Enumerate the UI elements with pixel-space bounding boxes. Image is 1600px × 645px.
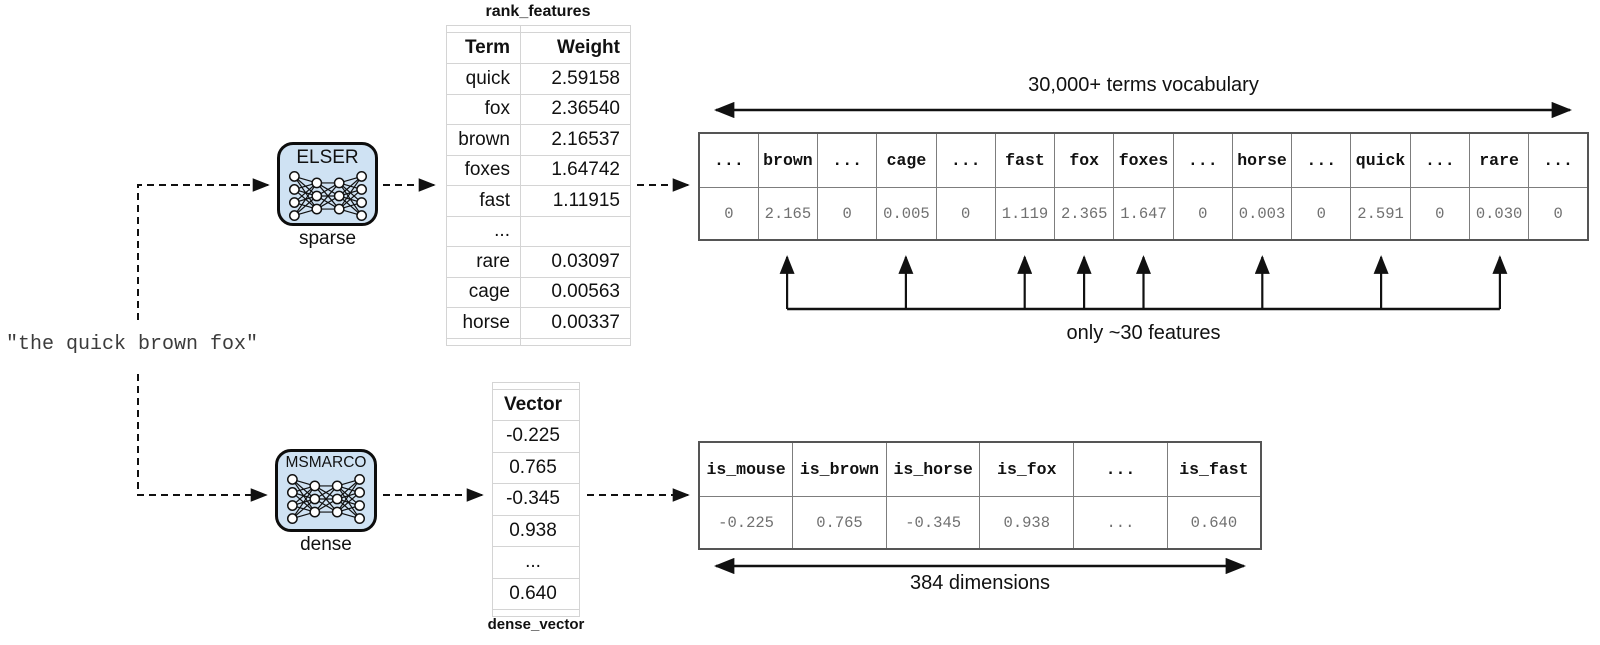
neural-network-icon: [286, 474, 366, 525]
vocab-term-header: ...: [1291, 132, 1352, 188]
rank-features-term-cell: quick: [446, 63, 521, 95]
query-to-dense-arrow: [137, 374, 268, 502]
rank-features-term-cell: cage: [446, 276, 521, 308]
vocab-term-header: horse: [1231, 132, 1293, 188]
vocab-weight-cell: 2.591: [1350, 187, 1411, 241]
vocab-term-header: fox: [1054, 132, 1115, 188]
dims-header-cell: is_fox: [979, 441, 1075, 497]
query-text: "the quick brown fox": [6, 333, 259, 356]
spacer-cell: [492, 382, 580, 390]
dense-type-label: dense: [300, 534, 352, 555]
vocab-term-header: rare: [1468, 132, 1530, 188]
rank-features-term-cell: rare: [446, 246, 521, 278]
dense-vector-title: dense_vector: [487, 616, 585, 633]
dims-value-cell: 0.765: [792, 496, 887, 550]
vocab-weight-cell: 0: [817, 187, 878, 241]
vocab-weight-cell: 0.003: [1231, 187, 1293, 241]
rank-features-weight-cell: [520, 215, 631, 247]
dims-header-cell: is_fast: [1166, 441, 1262, 497]
vocab-weight-cell: 1.119: [994, 187, 1056, 241]
vocab-term-header: ...: [935, 132, 996, 188]
vector-value-cell: 0.640: [492, 577, 580, 610]
vocab-weight-cell: 0: [1528, 187, 1589, 241]
spacer-cell: [520, 25, 631, 33]
vocab-weight-cell: 0.005: [876, 187, 937, 241]
dims-value-cell: -0.345: [885, 496, 981, 550]
spacer-cell: [492, 609, 580, 617]
vocab-term-header: cage: [876, 132, 937, 188]
rank-features-weight-cell: 0.00563: [520, 276, 631, 308]
vocab-term-header: ...: [817, 132, 878, 188]
rank-features-title: rank_features: [485, 3, 591, 20]
dims-value-cell: 0.640: [1166, 496, 1262, 550]
vector-value-cell: 0.938: [492, 514, 580, 547]
rank-features-term-cell: fox: [446, 93, 521, 125]
dense-model-box: MSMARCO: [275, 449, 377, 532]
sparse-model-name: ELSER: [296, 147, 359, 168]
vocab-weight-cell: 0: [935, 187, 996, 241]
features-count-annotation: only ~30 features: [1066, 322, 1221, 344]
vocab-term-header: ...: [698, 132, 759, 188]
dims-header-cell: ...: [1073, 441, 1168, 497]
vocab-weight-cell: 0.030: [1468, 187, 1530, 241]
vocab-weight-cell: 0: [1291, 187, 1352, 241]
dims-value-cell: 0.938: [979, 496, 1075, 550]
vocab-term-header: quick: [1350, 132, 1411, 188]
dims-value-cell: -0.225: [698, 496, 794, 550]
vector-value-cell: -0.345: [492, 483, 580, 516]
vocab-weight-cell: 0: [1172, 187, 1233, 241]
rank-features-weight-cell: 2.36540: [520, 93, 631, 125]
vocab-term-header: foxes: [1113, 132, 1174, 188]
rank-features-term-cell: foxes: [446, 154, 521, 186]
rank-features-term-cell: fast: [446, 185, 521, 217]
vocab-term-header: ...: [1409, 132, 1470, 188]
rank-features-term-header: Term: [446, 32, 521, 64]
vector-value-cell: 0.765: [492, 451, 580, 484]
rank-features-weight-cell: 1.11915: [520, 185, 631, 217]
vector-value-cell: ...: [492, 546, 580, 579]
rank-features-term-cell: brown: [446, 124, 521, 156]
dims-header-cell: is_horse: [885, 441, 981, 497]
vocab-weight-cell: 2.165: [757, 187, 819, 241]
rank-features-weight-cell: 2.16537: [520, 124, 631, 156]
vocab-weight-cell: 2.365: [1054, 187, 1115, 241]
rank-features-weight-header: Weight: [520, 32, 631, 64]
rank-features-weight-cell: 2.59158: [520, 63, 631, 95]
sparse-type-label: sparse: [298, 228, 357, 249]
spacer-cell: [446, 25, 521, 33]
vocab-weight-cell: 0: [698, 187, 759, 241]
rank-features-weight-cell: 0.00337: [520, 307, 631, 339]
dense-model-name: MSMARCO: [285, 454, 367, 471]
vocab-term-header: ...: [1528, 132, 1589, 188]
dims-value-cell: ...: [1073, 496, 1168, 550]
neural-network-icon: [288, 170, 367, 221]
vocab-size-annotation: 30,000+ terms vocabulary: [1028, 74, 1259, 96]
vocab-term-header: ...: [1172, 132, 1233, 188]
vocab-weight-cell: 1.647: [1113, 187, 1174, 241]
feature-arrows-group: [779, 255, 1508, 311]
vector-value-cell: -0.225: [492, 420, 580, 453]
query-to-sparse-arrow: [137, 178, 270, 320]
dims-count-annotation: 384 dimensions: [909, 572, 1051, 594]
vector-header: Vector: [492, 389, 580, 421]
rank-features-term-cell: ...: [446, 215, 521, 247]
vocab-term-header: fast: [994, 132, 1056, 188]
vocab-weight-cell: 0: [1409, 187, 1470, 241]
rank-features-term-cell: horse: [446, 307, 521, 339]
rank-features-weight-cell: 0.03097: [520, 246, 631, 278]
spacer-cell: [446, 337, 521, 346]
spacer-cell: [520, 337, 631, 346]
dims-header-cell: is_mouse: [698, 441, 794, 497]
sparse-model-box: ELSER: [277, 142, 378, 226]
dims-header-cell: is_brown: [792, 441, 887, 497]
rank-features-weight-cell: 1.64742: [520, 154, 631, 186]
vocab-term-header: brown: [757, 132, 819, 188]
